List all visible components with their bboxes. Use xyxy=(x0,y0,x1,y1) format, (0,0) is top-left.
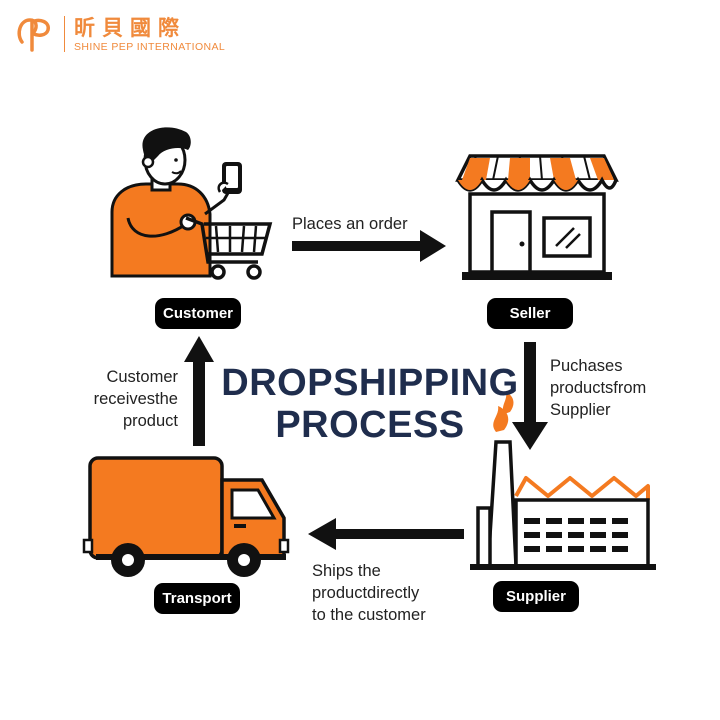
arrow-order-icon xyxy=(292,230,446,262)
arrow-ship-icon xyxy=(308,518,464,550)
step-purchase-line2: productsfrom xyxy=(550,379,647,397)
node-customer: Customer xyxy=(155,298,241,329)
step-receive-line3: product xyxy=(122,412,178,430)
step-receive-line1: Customer xyxy=(106,368,178,386)
node-supplier: Supplier xyxy=(493,581,579,612)
shop-illustration-icon xyxy=(455,154,619,280)
step-receive-label: Customer receivesthe product xyxy=(60,366,178,432)
diagram-title-line2: PROCESS xyxy=(275,404,465,446)
customer-illustration-icon xyxy=(110,127,273,280)
brand-name-en: SHINE PEP INTERNATIONAL xyxy=(74,41,226,53)
step-ship-line1: Ships the xyxy=(312,562,381,580)
factory-illustration-icon xyxy=(470,392,656,570)
node-seller: Seller xyxy=(487,298,573,329)
step-ship-line3: to the customer xyxy=(312,606,426,624)
arrow-purchase-icon xyxy=(512,342,548,450)
step-ship-label: Ships the productdirectly to the custome… xyxy=(312,560,426,626)
brand-name-cn: 昕貝國際 xyxy=(74,15,186,40)
brand-logo-icon xyxy=(17,18,50,52)
step-receive-line2: receivesthe xyxy=(93,390,178,408)
truck-illustration-icon xyxy=(82,456,290,577)
node-transport: Transport xyxy=(154,583,240,614)
logo-divider xyxy=(64,16,65,52)
step-order-label: Places an order xyxy=(292,215,408,233)
step-purchase-label: Puchases productsfrom Supplier xyxy=(550,355,646,421)
arrow-receive-icon xyxy=(184,336,214,446)
step-purchase-line3: Supplier xyxy=(550,401,611,419)
diagram-title-line1: DROPSHIPPING xyxy=(221,362,519,404)
step-purchase-line1: Puchases xyxy=(550,357,623,375)
step-ship-line2: productdirectly xyxy=(312,584,420,602)
